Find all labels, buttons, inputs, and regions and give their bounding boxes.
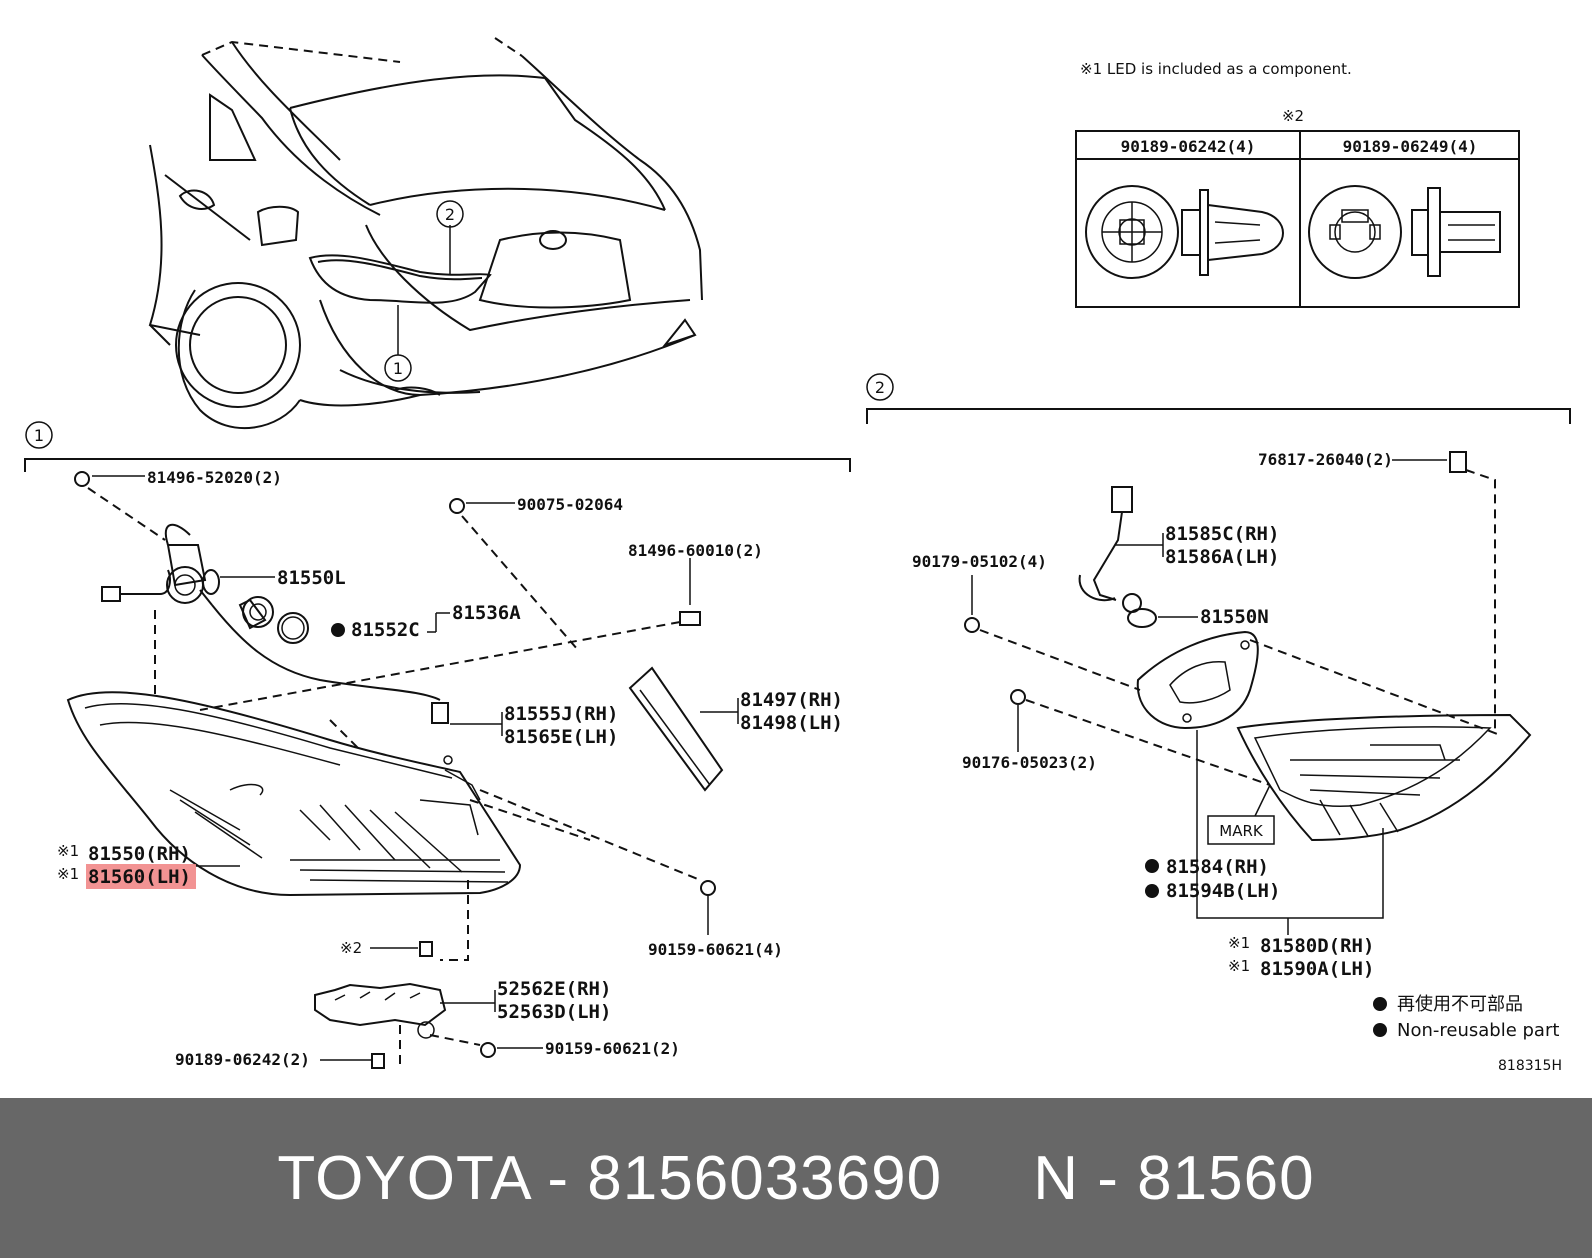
label-81550: 81550(RH) <box>88 843 191 865</box>
clip-90189-06242-icon <box>1085 185 1284 279</box>
gasket-81584-icon <box>1136 630 1259 730</box>
mark-note-2: ※2 <box>340 939 362 957</box>
table-col-2: 90189-06249(4) <box>1343 137 1478 156</box>
mark-box <box>1207 815 1275 845</box>
label-81594B: 81594B(LH) <box>1166 880 1280 902</box>
banner-prefix: N <box>1033 1143 1080 1213</box>
car-callout-2: 2 <box>445 205 455 224</box>
mark-note-1b: ※1 <box>57 865 79 883</box>
label-81497: 81497(RH) <box>740 689 843 711</box>
screw-90179-05102-icon <box>964 617 980 633</box>
label-81552C: 81552C <box>351 619 420 641</box>
diagram-reference: 818315H <box>1498 1058 1562 1074</box>
mark-note-1c: ※1 <box>1228 934 1250 952</box>
mark-note-1d: ※1 <box>1228 957 1250 975</box>
section2-parts: 76817-26040(2) 81585C(RH) 81586A(LH) 815… <box>912 450 1532 980</box>
callout-circle-2 <box>436 200 464 228</box>
clip-90189-06242-2-icon <box>320 1053 385 1069</box>
highlight-81560 <box>86 864 196 889</box>
screw-90176-05023-icon <box>1010 689 1026 752</box>
legend-dot-en <box>1373 1023 1387 1037</box>
section2-number: 2 <box>875 378 885 397</box>
label-81496-52020: 81496-52020(2) <box>147 468 282 487</box>
screw-90159-60621-4-icon <box>700 880 716 935</box>
inner-lamp-81590A <box>1236 713 1532 842</box>
legend-jp: 再使用不可部品 <box>1397 994 1523 1015</box>
label-81590A: 81590A(LH) <box>1260 958 1374 980</box>
banner-gap <box>942 1144 1033 1213</box>
label-81498: 81498(LH) <box>740 712 843 734</box>
section1-parts: 81496-52020(2) 90075-02064 81550L <box>57 468 843 1070</box>
label-81580D: 81580D(RH) <box>1260 935 1374 957</box>
non-reusable-dot <box>331 623 345 637</box>
label-90075-02064: 90075-02064 <box>517 495 623 514</box>
label-81496-60010: 81496-60010(2) <box>628 541 763 560</box>
exploded-parts-diagram: 1 2 ※1 LED is included as a component. ※… <box>24 37 1571 1074</box>
section1-bracket <box>24 458 851 472</box>
callout-circle-1 <box>384 354 412 382</box>
label-81586A: 81586A(LH) <box>1165 546 1279 568</box>
clip-76817-26040-icon <box>1449 451 1467 473</box>
car-callout-1: 1 <box>393 359 403 378</box>
legend-en: Non-reusable part <box>1397 1020 1559 1041</box>
mark-note-1a: ※1 <box>57 842 79 860</box>
screw-90075-02064-icon <box>449 498 515 514</box>
label-81565E: 81565E(LH) <box>504 726 618 748</box>
part-number-banner: TOYOTA - 8156033690 N - 81560 <box>0 1098 1592 1258</box>
mark-box-label: MARK <box>1219 822 1264 840</box>
section2-bracket <box>866 408 1571 424</box>
label-52563D: 52563D(LH) <box>497 1001 611 1023</box>
banner-code: 81560 <box>1137 1143 1315 1213</box>
car-rear-illustration: 1 2 <box>148 37 703 430</box>
label-81536A: 81536A <box>452 602 521 624</box>
section2-marker <box>866 373 894 401</box>
label-90189-06242-2: 90189-06242(2) <box>175 1050 310 1069</box>
clip-90189-06249-icon <box>1308 185 1501 279</box>
section1-marker <box>25 421 53 449</box>
legend: 再使用不可部品 Non-reusable part <box>1373 994 1559 1041</box>
clip-mark2-icon <box>419 941 433 957</box>
label-81584: 81584(RH) <box>1166 856 1269 878</box>
table-col-1: 90189-06242(4) <box>1121 137 1256 156</box>
bulb-81550N-icon <box>1127 608 1198 628</box>
label-81585C: 81585C(RH) <box>1165 523 1279 545</box>
label-90159-60621-4: 90159-60621(4) <box>648 940 783 959</box>
label-90159-60621-2: 90159-60621(2) <box>545 1039 680 1058</box>
socket-wiring-icon <box>101 523 449 724</box>
bracket-52562E-icon <box>314 982 447 1039</box>
banner-brand: TOYOTA <box>277 1143 530 1213</box>
label-76817-26040: 76817-26040(2) <box>1258 450 1393 469</box>
label-90179-05102: 90179-05102(4) <box>912 552 1047 571</box>
cover-81497-icon <box>628 666 724 792</box>
table-mark: ※2 <box>1282 107 1304 125</box>
banner-sep1: - <box>529 1143 588 1213</box>
legend-dot-jp <box>1373 997 1387 1011</box>
banner-part-number: 8156033690 <box>587 1143 943 1213</box>
label-90176-05023: 90176-05023(2) <box>962 753 1097 772</box>
bulb-81536A-icon <box>238 596 309 644</box>
label-81550L: 81550L <box>277 567 346 589</box>
screw-81496-52020-icon <box>74 471 145 487</box>
clip-81496-60010-icon <box>679 558 701 626</box>
screw-90159-60621-2-icon <box>480 1042 543 1058</box>
banner-text: TOYOTA - 8156033690 N - 81560 <box>277 1143 1314 1214</box>
label-81560-highlighted: 81560(LH) <box>88 866 191 888</box>
fastener-table: 90189-06242(4) 90189-06249(4) <box>1075 130 1520 308</box>
tail-lamp-assembly-81560 <box>66 691 522 897</box>
socket-81585C-icon <box>1078 486 1142 613</box>
banner-sep2: - <box>1079 1143 1138 1213</box>
section1-number: 1 <box>34 426 44 445</box>
led-note: ※1 LED is included as a component. <box>1080 60 1352 78</box>
non-reusable-dot-81594B <box>1145 884 1159 898</box>
label-52562E: 52562E(RH) <box>497 978 611 1000</box>
label-81555J: 81555J(RH) <box>504 703 618 725</box>
label-81550N: 81550N <box>1200 606 1269 628</box>
non-reusable-dot-81584 <box>1145 859 1159 873</box>
